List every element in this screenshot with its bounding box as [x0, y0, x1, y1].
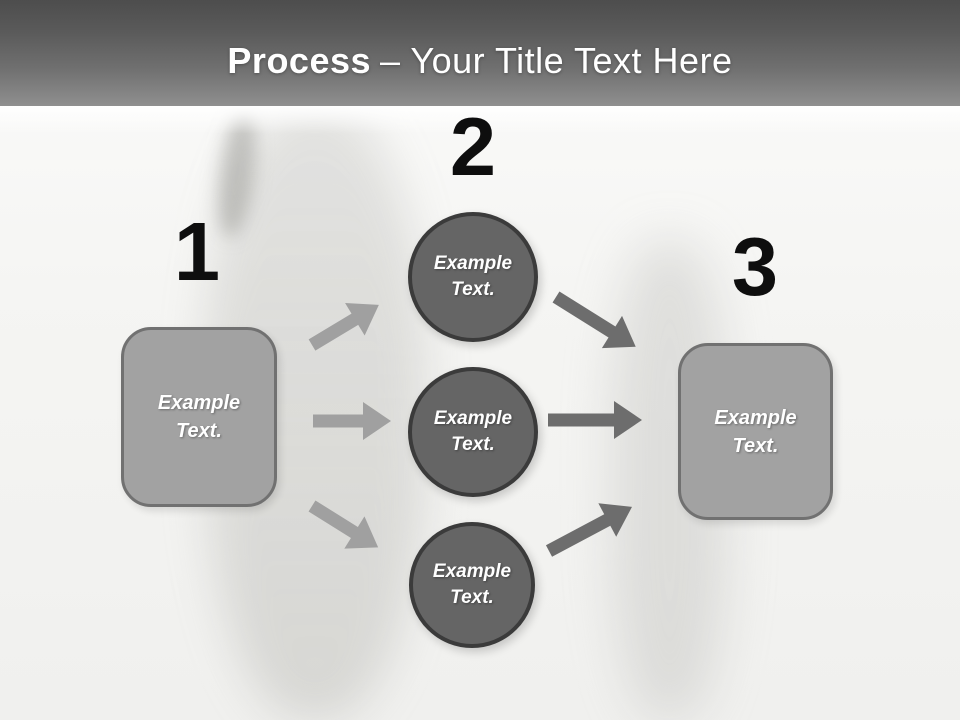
title-subtitle: – Your Title Text Here — [380, 40, 733, 81]
arrow-left-top-icon — [308, 302, 379, 351]
title-keyword: Process — [227, 40, 372, 81]
step-number-1: 1 — [173, 205, 221, 298]
slide-title-bar: Process– Your Title Text Here — [0, 0, 960, 106]
process-circle-middle-label: Example Text. — [433, 408, 513, 455]
step-number-3: 3 — [731, 220, 779, 313]
process-circle-middle: Example Text. — [408, 367, 538, 497]
process-circle-bottom-label: Example Text. — [432, 561, 512, 608]
arrow-left-bottom-icon — [308, 500, 379, 549]
process-box-1-label: Example Text. — [157, 392, 241, 442]
step-number-2: 2 — [449, 100, 497, 193]
process-box-3: Example Text. — [678, 343, 833, 520]
arrow-right-bottom-icon — [545, 503, 632, 557]
process-box-1: Example Text. — [121, 327, 277, 507]
slide-title: Process– Your Title Text Here — [227, 24, 732, 82]
arrow-left-middle-icon — [313, 402, 391, 440]
arrow-right-top-icon — [552, 291, 636, 349]
process-circle-top: Example Text. — [408, 212, 538, 342]
process-box-3-label: Example Text. — [714, 406, 797, 457]
arrow-right-middle-icon — [548, 401, 642, 439]
process-circle-top-label: Example Text. — [433, 253, 513, 300]
process-circle-bottom: Example Text. — [409, 522, 535, 648]
